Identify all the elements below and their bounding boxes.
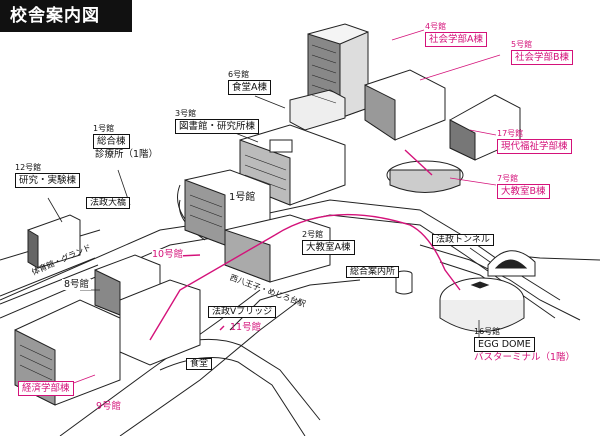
hosei-tunnel-name: 法政トンネル	[432, 234, 494, 246]
label-building-17[interactable]: 17号館 現代福祉学部棟	[497, 129, 572, 154]
label-hosei-tunnel[interactable]: 法政トンネル	[432, 234, 494, 246]
building-17-number: 17号館	[497, 129, 524, 138]
building-6-number: 6号館	[228, 70, 250, 79]
hosei-ohashi-name: 法政大橋	[86, 197, 131, 209]
building-16-name: EGG DOME	[474, 337, 535, 352]
building-6-name: 食堂A棟	[228, 80, 271, 95]
label-cafeteria[interactable]: 食堂	[186, 358, 213, 370]
label-building-11[interactable]: 11号館	[230, 322, 262, 333]
label-building-4[interactable]: 4号館 社会学部A棟	[425, 22, 487, 47]
building-3-name: 図書館・研究所棟	[175, 119, 260, 134]
building-17-name: 現代福祉学部棟	[497, 139, 572, 154]
page-title: 校舎案内図	[0, 0, 132, 32]
cafeteria-name: 食堂	[186, 358, 213, 370]
label-building-10[interactable]: 10号館	[152, 249, 184, 261]
building-4-name: 社会学部A棟	[425, 32, 487, 47]
v-bridge-name: 法政Vブリッジ	[208, 306, 277, 318]
building-7-number: 7号館	[497, 174, 519, 183]
building-4-number: 4号館	[425, 22, 447, 31]
building-7-name: 大教室B棟	[497, 184, 550, 199]
building-12-number: 12号館	[15, 163, 42, 172]
building-12-name: 研究・実験棟	[15, 173, 81, 188]
label-building-9[interactable]: 9号館	[96, 401, 122, 412]
building-5-number: 5号館	[511, 40, 533, 49]
label-building-12[interactable]: 12号館 研究・実験棟	[15, 163, 81, 188]
general-info-office-name: 総合案内所	[346, 266, 400, 278]
label-hosei-ohashi[interactable]: 法政大橋	[86, 197, 131, 209]
label-building-1-center: 1号館	[229, 192, 256, 203]
economics-name: 経済学部棟	[18, 381, 74, 396]
building-1-name: 総合棟	[93, 134, 130, 149]
label-building-1-left[interactable]: 1号館 総合棟 診療所（1階）	[93, 124, 161, 161]
label-building-6[interactable]: 6号館 食堂A棟	[228, 70, 271, 95]
building-8-name: 8号館	[62, 279, 92, 290]
building-16-number: 16号館	[474, 327, 501, 336]
clinic-label: 診療所（1階）	[93, 149, 161, 160]
label-economics[interactable]: 経済学部棟	[18, 381, 74, 396]
label-building-8[interactable]: 8号館	[62, 279, 92, 291]
building-3-number: 3号館	[175, 109, 197, 118]
label-building-7[interactable]: 7号館 大教室B棟	[497, 174, 550, 199]
building-5-name: 社会学部B棟	[511, 50, 574, 65]
label-building-2[interactable]: 2号館 大教室A棟	[302, 230, 355, 255]
bus-terminal-label: バスターミナル（1階）	[474, 352, 576, 363]
label-building-16[interactable]: 16号館 EGG DOME バスターミナル（1階）	[474, 327, 575, 364]
label-building-5[interactable]: 5号館 社会学部B棟	[511, 40, 574, 65]
building-2-number: 2号館	[302, 230, 324, 239]
building-1-number: 1号館	[93, 124, 115, 133]
label-general-info-office[interactable]: 総合案内所	[346, 266, 400, 278]
label-v-bridge[interactable]: 法政Vブリッジ	[208, 306, 277, 318]
building-2-name: 大教室A棟	[302, 240, 355, 255]
label-building-3[interactable]: 3号館 図書館・研究所棟	[175, 109, 260, 134]
